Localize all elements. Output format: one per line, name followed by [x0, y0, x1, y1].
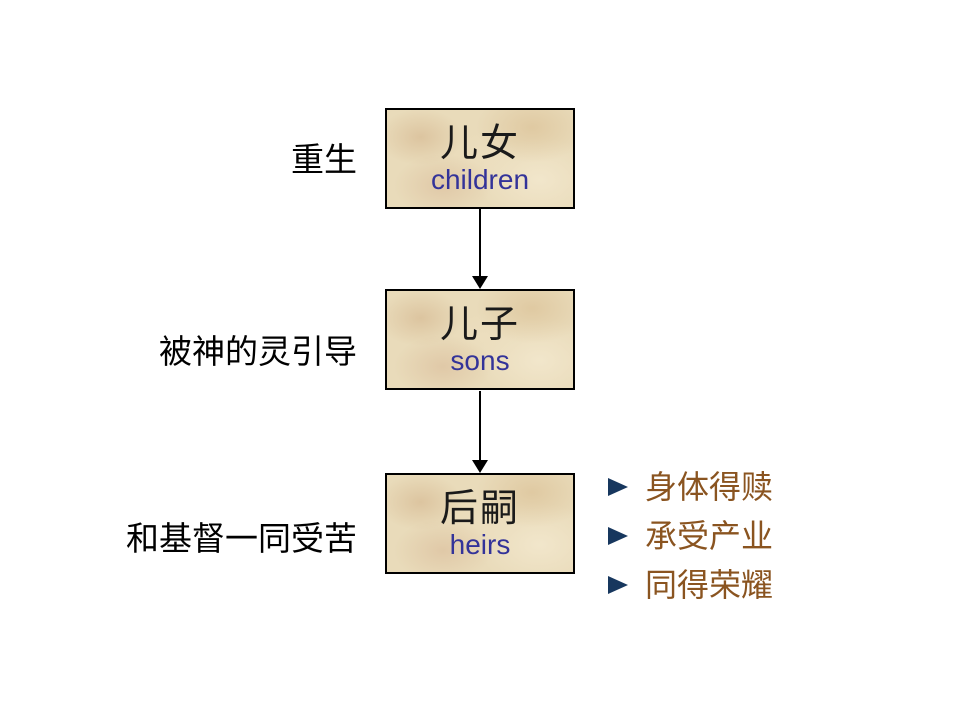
list-item: 身体得赎 [608, 470, 773, 504]
node-children-title-en: children [430, 163, 530, 195]
triangle-bullet-icon [608, 576, 628, 594]
node-sons-title-en: sons [450, 344, 510, 376]
list-item: 同得荣耀 [608, 568, 773, 602]
list-item: 承受产业 [608, 519, 773, 553]
triangle-bullet-icon [608, 527, 628, 545]
bullet-list: 身体得赎 承受产业 同得荣耀 [608, 470, 773, 602]
side-label-led-by-spirit: 被神的灵引导 [159, 333, 357, 370]
node-children-title-zh: 儿女 [439, 122, 520, 165]
node-heirs-title-en: heirs [449, 528, 511, 560]
node-children: 儿女 children [385, 108, 575, 209]
side-label-rebirth: 重生 [291, 141, 357, 178]
node-sons-title-zh: 儿子 [439, 303, 520, 346]
side-label-suffer-with-christ: 和基督一同受苦 [126, 520, 357, 557]
bullet-text-receive-inheritance: 承受产业 [645, 518, 774, 554]
bullet-text-glorified-together: 同得荣耀 [645, 567, 774, 603]
node-sons: 儿子 sons [385, 289, 575, 390]
arrow-down-line [479, 391, 481, 461]
node-heirs: 后嗣 heirs [385, 473, 575, 574]
arrow-down-line [479, 209, 481, 279]
node-heirs-title-zh: 后嗣 [439, 487, 520, 530]
arrow-down-icon [472, 276, 488, 289]
arrow-down-icon [472, 460, 488, 473]
bullet-text-body-redeemed: 身体得赎 [645, 469, 774, 505]
triangle-bullet-icon [608, 478, 628, 496]
